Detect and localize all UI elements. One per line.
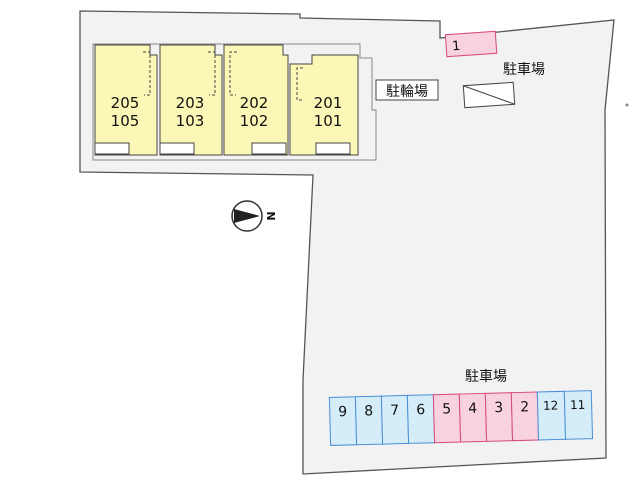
parking-space-11: [563, 390, 594, 440]
unit-lower-number: 101: [314, 112, 343, 130]
parking-space-number: 11: [570, 398, 586, 412]
unit-upper-number: 203: [176, 94, 205, 112]
parking-label-top: 駐車場: [503, 61, 545, 78]
unit-201-101: 201 101: [289, 54, 359, 156]
unit-lower-number: 102: [240, 112, 269, 130]
north-arrow: N: [231, 200, 278, 232]
north-letter: N: [265, 211, 278, 220]
parking-space-number: 7: [390, 403, 399, 419]
parking-label-bottom: 駐車場: [465, 368, 507, 385]
unit-202-102: 202 102: [223, 44, 289, 156]
parking-space-number: 12: [543, 398, 559, 412]
unit-upper-number: 201: [314, 94, 343, 112]
boundary-marker: [625, 103, 629, 107]
parking-space-number: 8: [364, 403, 373, 419]
parking-space-number: 5: [442, 401, 451, 417]
parking-space-1: 1: [444, 30, 498, 58]
bicycle-parking-label: 駐輪場: [386, 83, 428, 100]
parking-space-number: 6: [416, 402, 425, 418]
parking-row-bottom: 9 8 7 6 5 4 3 2 12 11: [328, 390, 594, 446]
unit-203-103: 203 103: [159, 44, 223, 156]
parking-space-number: 3: [494, 400, 503, 416]
parking-space-number: 2: [520, 399, 529, 415]
parking-space-number: 1: [452, 39, 461, 55]
parking-slot-hatched: [462, 81, 516, 109]
parking-space-number: 4: [468, 401, 477, 417]
unit-205-105: 205 105: [94, 44, 158, 156]
unit-lower-number: 105: [111, 112, 140, 130]
parking-area-top: 1 駐車場: [444, 30, 545, 109]
unit-upper-number: 205: [111, 94, 140, 112]
unit-upper-number: 202: [240, 94, 269, 112]
unit-lower-number: 103: [176, 112, 205, 130]
parking-area-bottom: 駐車場 9 8 7 6 5 4 3 2 12 11: [328, 368, 594, 446]
bicycle-parking: 駐輪場: [375, 79, 439, 101]
building-outline: [92, 43, 377, 161]
parking-space-number: 9: [338, 404, 347, 420]
